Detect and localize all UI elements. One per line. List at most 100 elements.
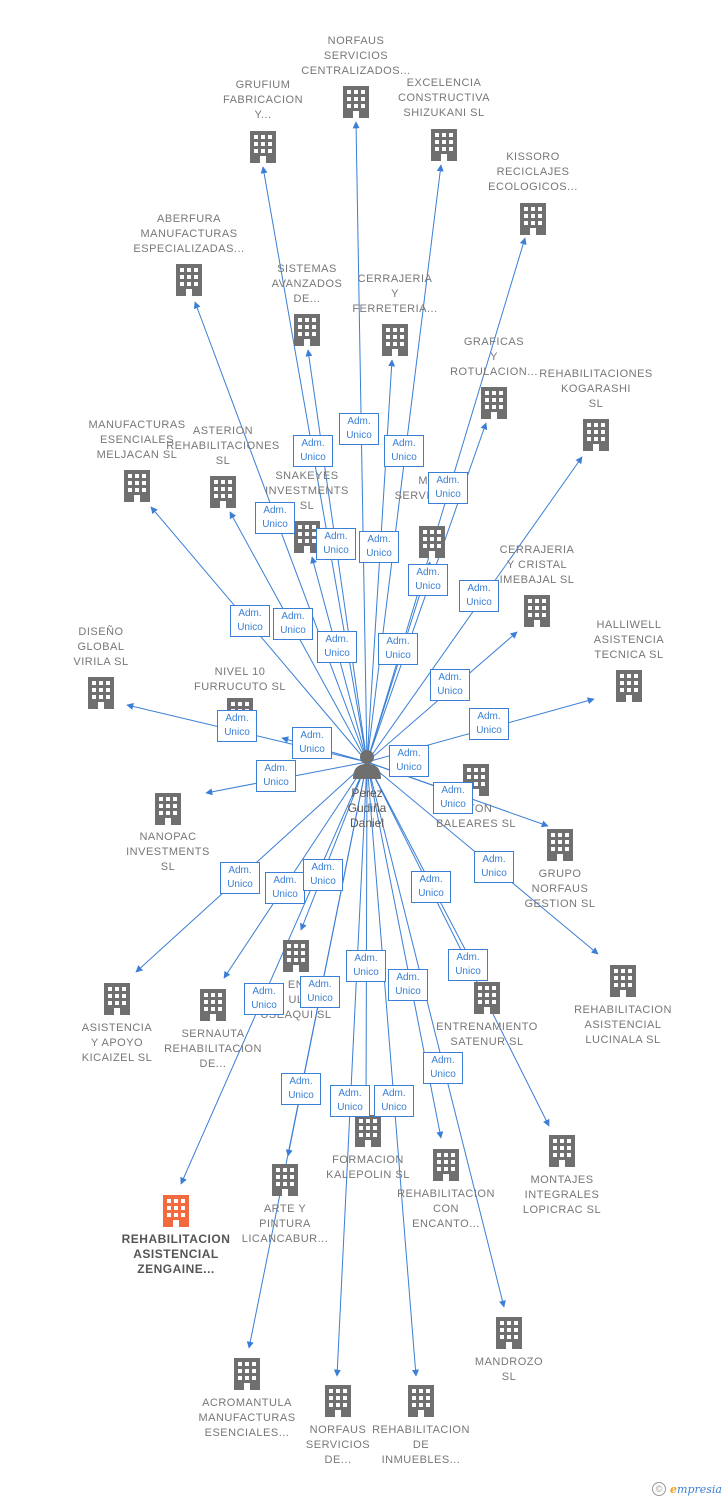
building-icon[interactable] xyxy=(200,989,226,1021)
building-icon[interactable] xyxy=(250,131,276,163)
building-icon[interactable] xyxy=(176,264,202,296)
company-label[interactable]: DISEÑO GLOBAL VIRILA SL xyxy=(73,626,129,668)
building-icon[interactable] xyxy=(524,595,550,627)
building-icon[interactable] xyxy=(408,1385,434,1417)
role-badge: Adm. Unico xyxy=(256,760,296,792)
building-windows xyxy=(167,1199,185,1227)
building-icon[interactable] xyxy=(283,940,309,972)
company-label[interactable]: HALLIWELL ASISTENCIA TECNICA SL xyxy=(593,619,665,661)
company-label[interactable]: ASTERION REHABILITACIONES SL xyxy=(166,425,280,467)
edge-n28 xyxy=(366,761,550,1127)
role-badge: Adm. Unico xyxy=(411,871,451,903)
edge-n23 xyxy=(300,761,368,931)
role-badge: Adm. Unico xyxy=(459,580,499,612)
edge-n32 xyxy=(246,761,368,1349)
building-icon[interactable] xyxy=(496,1317,522,1349)
company-label[interactable]: REHABILITACION DE INMUEBLES... xyxy=(372,1424,470,1466)
building-icon[interactable] xyxy=(88,677,114,709)
role-badge: Adm. Unico xyxy=(388,969,428,1001)
company-label[interactable]: SNAKEYES INVESTMENTS SL xyxy=(265,470,349,512)
building-icon[interactable] xyxy=(431,129,457,161)
role-badge: Adm. Unico xyxy=(317,631,357,663)
building-icon[interactable] xyxy=(419,526,445,558)
company-label[interactable]: NANOPAC INVESTMENTS SL xyxy=(126,831,210,873)
company-label[interactable]: FORMACION KALEPOLIN SL xyxy=(326,1154,410,1181)
role-badge: Adm. Unico xyxy=(292,727,332,759)
company-label[interactable]: ASISTENCIA Y APOYO KICAIZEL SL xyxy=(81,1022,153,1064)
company-label[interactable]: GRUFIUM FABRICACION Y... xyxy=(222,79,304,121)
building-icon[interactable] xyxy=(104,983,130,1015)
building-icon[interactable] xyxy=(272,1164,298,1196)
edge-n26 xyxy=(362,761,370,1114)
building-icon[interactable] xyxy=(234,1358,260,1390)
role-badge: Adm. Unico xyxy=(469,708,509,740)
role-badge: Adm. Unico xyxy=(303,859,343,891)
building-icon[interactable] xyxy=(474,982,500,1014)
edge-n31 xyxy=(366,761,506,1308)
building-icon[interactable] xyxy=(583,419,609,451)
company-label[interactable]: ACROMANTULA MANUFACTURAS ESENCIALES... xyxy=(198,1397,296,1439)
company-label[interactable]: REHABILITACIONES KOGARASHI SL xyxy=(539,368,653,410)
role-badge: Adm. Unico xyxy=(220,862,260,894)
role-badge: Adm. Unico xyxy=(448,949,488,981)
role-badge: Adm. Unico xyxy=(293,435,333,467)
brand-logo[interactable]: empresia xyxy=(670,1482,722,1496)
company-label[interactable]: MANUFACTURAS ESENCIALES MELJACAN SL xyxy=(88,419,186,461)
company-label[interactable]: NORFAUS SERVICIOS CENTRALIZADOS... xyxy=(301,35,411,77)
center-person-name[interactable]: Perez Gudiña Daniel xyxy=(347,786,387,830)
company-label[interactable]: NIVEL 10 FURRUCUTO SL xyxy=(194,666,286,693)
role-badge: Adm. Unico xyxy=(316,528,356,560)
company-label[interactable]: ABERFURA MANUFACTURAS ESPECIALIZADAS... xyxy=(133,213,245,255)
company-label[interactable]: ARTE Y PINTURA LICANCABUR... xyxy=(241,1203,329,1245)
company-label[interactable]: SISTEMAS AVANZADOS DE... xyxy=(271,263,343,305)
edge-n30 xyxy=(180,761,368,1185)
role-badge: Adm. Unico xyxy=(273,608,313,640)
company-label[interactable]: ENTRENAMIENTO SATENUR SL xyxy=(436,1021,538,1048)
building-icon[interactable] xyxy=(155,793,181,825)
role-badge: Adm. Unico xyxy=(300,976,340,1008)
building-icon[interactable] xyxy=(610,965,636,997)
role-badge: Adm. Unico xyxy=(244,983,284,1015)
building-icon[interactable] xyxy=(481,387,507,419)
building-icon[interactable] xyxy=(549,1135,575,1167)
role-badge: Adm. Unico xyxy=(428,472,468,504)
company-label[interactable]: CERRAJERIA Y FERRETERIA... xyxy=(352,273,438,315)
role-badge: Adm. Unico xyxy=(330,1085,370,1117)
role-badge: Adm. Unico xyxy=(281,1073,321,1105)
company-label[interactable]: GRUPO NORFAUS GESTION SL xyxy=(524,868,596,910)
role-badge: Adm. Unico xyxy=(255,502,295,534)
company-label[interactable]: KISSORO RECICLAJES ECOLOGICOS... xyxy=(488,151,578,193)
building-icon[interactable] xyxy=(616,670,642,702)
role-badge: Adm. Unico xyxy=(433,782,473,814)
company-label[interactable]: GRAFICAS Y ROTULACION... xyxy=(450,336,538,378)
company-label[interactable]: SERNAUTA REHABILITACION DE... xyxy=(164,1028,262,1070)
building-icon[interactable] xyxy=(520,203,546,235)
building-icon[interactable] xyxy=(382,324,408,356)
footer-credit: © empresia xyxy=(652,1482,722,1496)
building-icon[interactable] xyxy=(343,86,369,118)
role-badge: Adm. Unico xyxy=(346,950,386,982)
company-label[interactable]: REHABILITACION ASISTENCIAL LUCINALA SL xyxy=(574,1004,672,1046)
building-icon[interactable] xyxy=(210,476,236,508)
company-label[interactable]: RTON BALEARES SL xyxy=(435,803,517,830)
building-icon[interactable] xyxy=(124,470,150,502)
company-label[interactable]: MONTAJES INTEGRALES LOPICRAC SL xyxy=(522,1174,602,1216)
company-label[interactable]: REHABILITACION CON ENCANTO... xyxy=(397,1188,495,1230)
role-badge: Adm. Unico xyxy=(265,872,305,904)
company-label[interactable]: MANDROZO SL xyxy=(474,1356,544,1383)
role-badge: Adm. Unico xyxy=(378,633,418,665)
edge-n33 xyxy=(333,761,368,1377)
building-icon[interactable] xyxy=(547,829,573,861)
company-label[interactable]: CERRAJERIA Y CRISTAL IMEBAJAL SL xyxy=(499,544,575,586)
role-badge: Adm. Unico xyxy=(339,413,379,445)
company-label[interactable]: EXCELENCIA CONSTRUCTIVA SHIZUKANI SL xyxy=(398,77,490,119)
building-icon[interactable] xyxy=(433,1149,459,1181)
copyright-icon: © xyxy=(652,1482,667,1496)
building-icon[interactable] xyxy=(294,314,320,346)
company-label[interactable]: REHABILITACION ASISTENCIAL ZENGAINE... xyxy=(121,1232,231,1276)
building-icon[interactable] xyxy=(325,1385,351,1417)
company-label[interactable]: NORFAUS SERVICIOS DE... xyxy=(305,1424,371,1466)
role-badge: Adm. Unico xyxy=(423,1052,463,1084)
building-icon[interactable] xyxy=(355,1115,381,1147)
